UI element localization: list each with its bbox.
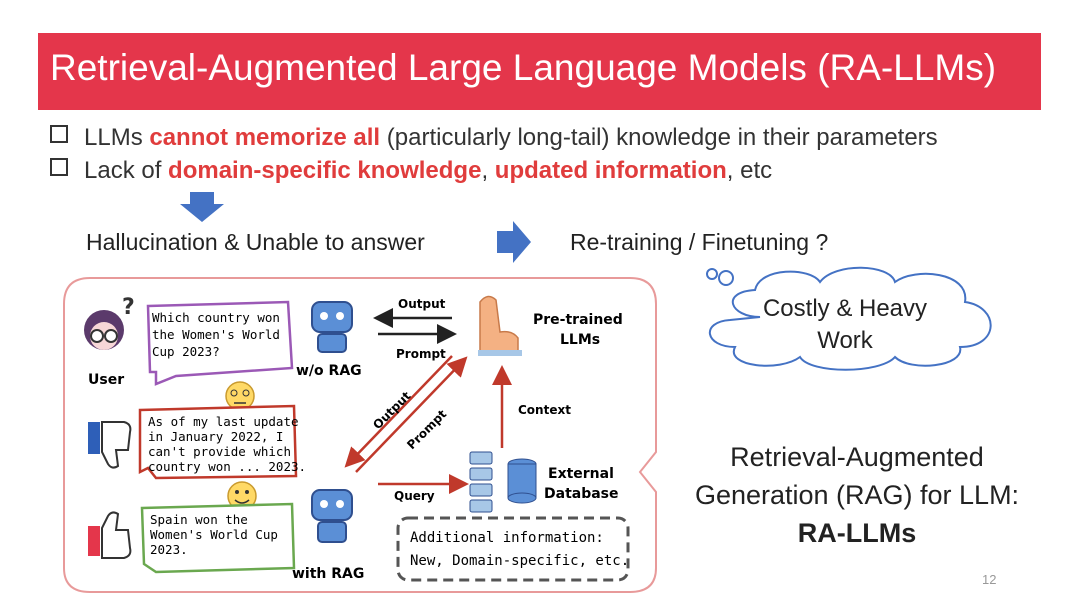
bad-answer-line-2: in January 2022, I [148,429,283,444]
rag-summary-line-1: Retrieval-Augmented [730,442,984,472]
diag-output-label: Output [370,389,414,433]
llm-label-2: LLMs [560,332,600,348]
cloud-line-1: Costly & Heavy [762,295,928,322]
diagram-frame [63,277,657,593]
good-answer-line-3: 2023. [150,542,188,557]
retraining-text: Re-training / Finetuning ? [570,229,829,255]
good-answer-bubble [140,502,296,574]
checkbox-icon [50,158,68,176]
additional-info-box [396,516,630,582]
database-icon [469,451,537,513]
rag-diagram: ? User Which country won the Women's Wor… [63,277,657,593]
bullet-1-post: (particularly long-tail) knowledge in th… [380,124,938,151]
svg-text:?: ? [122,295,135,320]
output-label: Output [398,297,446,311]
context-label: Context [518,403,571,417]
rag-summary: Retrieval-Augmented Generation (RAG) for… [682,438,1032,552]
llama-icon [478,295,522,356]
down-arrow-icon [180,192,224,222]
good-answer-line-1: Spain won the [150,512,248,527]
question-line-1: Which country won [152,310,280,325]
db-label-2: Database [544,486,619,502]
question-bubble [146,300,294,386]
hallucination-text: Hallucination & Unable to answer [86,229,425,255]
bad-answer-bubble [138,404,298,480]
bullet-1-highlight: cannot memorize all [149,124,381,151]
user-label: User [88,372,124,388]
rag-summary-line-2: Generation (RAG) for LLM: [694,480,1020,510]
additional-line-1: Additional information: [410,530,604,546]
bad-answer-line-4: country won ... 2023. [148,459,306,474]
title-bar: Retrieval-Augmented Large Language Model… [38,33,1041,110]
prompt-label: Prompt [396,347,446,361]
question-line-2: the Women's World [152,327,280,342]
slide-title: Retrieval-Augmented Large Language Model… [50,47,997,88]
bullet-2: Lack of domain-specific knowledge, updat… [50,157,772,185]
query-label: Query [394,489,435,503]
bullet-2-post: , etc [726,157,773,184]
bullet-2-pre: Lack of [84,157,169,184]
bullet-1-pre: LLMs [84,124,150,151]
bullet-2-highlight-2: updated information [494,157,727,184]
bad-answer-line-1: As of my last update [148,414,299,429]
confused-face-icon [225,381,255,411]
with-rag-label: with RAG [292,566,364,582]
bad-answer-line-3: can't provide which [148,444,291,459]
rag-summary-line-3: RA-LLMs [797,518,917,548]
bullet-1: LLMs cannot memorize all (particularly l… [50,124,938,152]
bullet-2-highlight-1: domain-specific knowledge [168,157,482,184]
good-answer-line-2: Women's World Cup [150,527,278,542]
cloud-line-2: Work [817,327,873,354]
cloud-icon [706,266,992,371]
llm-label-1: Pre-trained [533,312,623,328]
right-arrow-icon [497,221,531,263]
robot-icon [311,301,353,353]
db-label-1: External [548,466,614,482]
bullet-2-mid: , [481,157,495,184]
page-number: 12 [982,572,997,587]
thumbs-up-icon [88,511,132,559]
checkbox-icon [50,125,68,143]
user-avatar-icon: ? [84,295,135,350]
additional-line-2: New, Domain-specific, etc. [410,553,629,569]
robot-rag-icon [311,489,353,543]
wo-rag-label: w/o RAG [296,363,362,379]
thumbs-down-icon [88,421,132,469]
cloud-text: Costly & Heavy Work [740,293,950,357]
question-line-3: Cup 2023? [152,344,220,359]
